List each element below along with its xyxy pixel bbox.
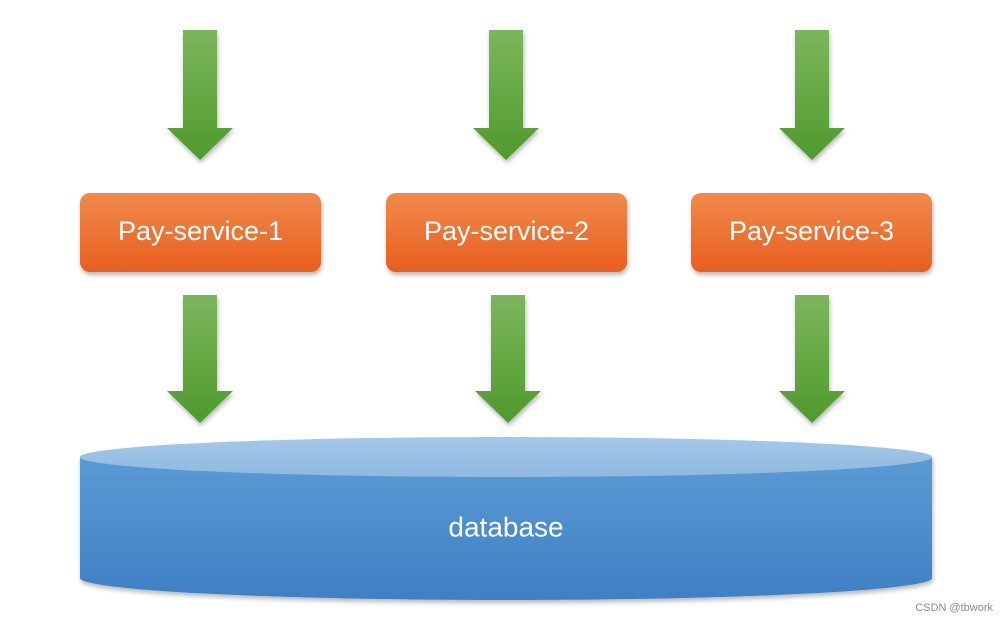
service-label-3: Pay-service-3	[729, 216, 894, 246]
incoming-arrow-2	[473, 30, 539, 160]
service-label-2: Pay-service-2	[424, 216, 589, 246]
incoming-arrow-3	[779, 30, 845, 160]
service-box-3: Pay-service-3	[691, 193, 932, 272]
service-label-1: Pay-service-1	[118, 216, 283, 246]
incoming-arrow-1	[167, 30, 233, 160]
database-label: database	[448, 511, 563, 542]
db-arrow-1	[167, 295, 233, 423]
watermark-text: CSDN @tbwork	[915, 602, 993, 614]
database-cylinder	[80, 437, 932, 600]
db-arrow-3	[779, 295, 845, 423]
service-box-2: Pay-service-2	[386, 193, 627, 272]
database-top	[80, 437, 932, 477]
db-arrow-2	[475, 295, 541, 423]
service-box-1: Pay-service-1	[80, 193, 321, 272]
